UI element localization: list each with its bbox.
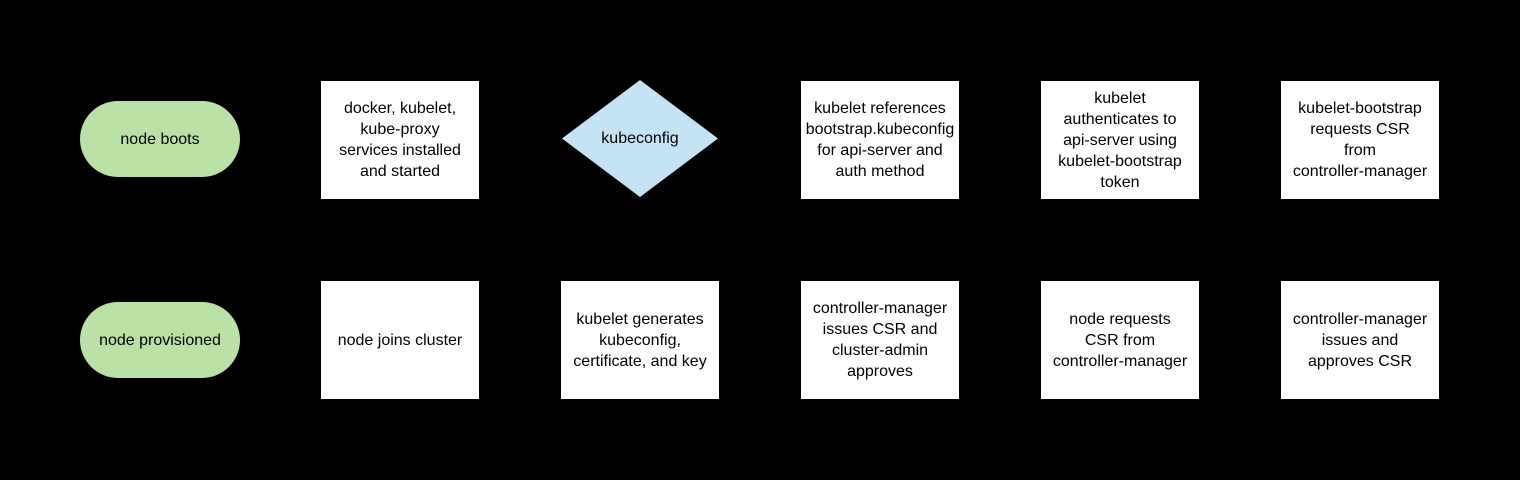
node-requests-csr-process-shape: node requests CSR from controller-manage… xyxy=(1041,281,1199,399)
cm-issues-csr-admin-label: controller-manager issues CSR and cluste… xyxy=(812,300,948,380)
kubelet-references-process-shape: kubelet references bootstrap.kubeconfig … xyxy=(801,81,959,199)
kubelet-bootstrap-requests-process-shape: kubelet-bootstrap requests CSR from cont… xyxy=(1281,81,1439,199)
node-requests-csr-label: node requests CSR from controller-manage… xyxy=(1052,310,1188,370)
kubelet-authenticates-label: kubelet authenticates to api-server usin… xyxy=(1058,89,1182,191)
kubeconfig-decision-label: kubeconfig xyxy=(601,130,679,147)
kubelet-generates-label: kubelet generates kubeconfig, certificat… xyxy=(573,310,707,370)
kubelet-references-label: kubelet references bootstrap.kubeconfig … xyxy=(805,100,955,180)
cm-issues-approves-csr-label: controller-manager issues and approves C… xyxy=(1292,310,1428,370)
node-provisioned-label: node provisioned xyxy=(99,331,221,349)
cm-issues-approves-csr-process-shape: controller-manager issues and approves C… xyxy=(1281,281,1439,399)
kubelet-bootstrap-requests-label: kubelet-bootstrap requests CSR from cont… xyxy=(1292,100,1428,180)
kubeconfig-decision-decision-shape: kubeconfig xyxy=(562,80,718,197)
services-installed-process-shape: docker, kubelet, kube-proxy services ins… xyxy=(321,81,479,199)
kubelet-generates-process-shape: kubelet generates kubeconfig, certificat… xyxy=(561,281,719,399)
kubelet-authenticates-process-shape: kubelet authenticates to api-server usin… xyxy=(1041,81,1199,199)
node-joins-cluster-process-shape: node joins cluster xyxy=(321,281,479,399)
node-provisioned-terminator-shape: node provisioned xyxy=(80,302,240,378)
node-joins-cluster-label: node joins cluster xyxy=(337,331,463,349)
node-boots-label: node boots xyxy=(120,130,200,148)
services-installed-label: docker, kubelet, kube-proxy services ins… xyxy=(339,100,461,180)
cm-issues-csr-admin-process-shape: controller-manager issues CSR and cluste… xyxy=(801,281,959,399)
node-boots-terminator-shape: node boots xyxy=(80,101,240,177)
